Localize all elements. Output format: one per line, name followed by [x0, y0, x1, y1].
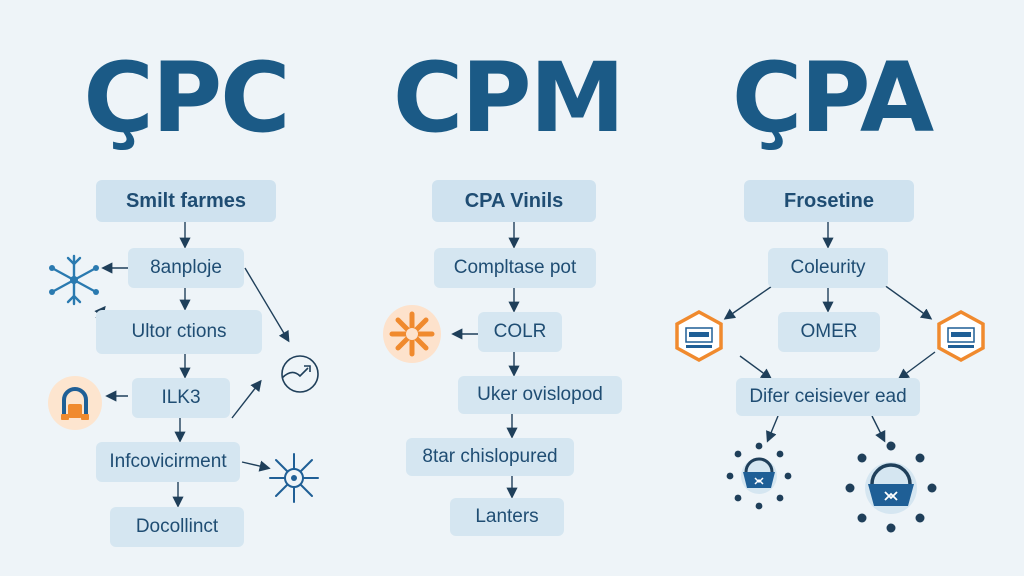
- cpm-title-box: CPA Vinils: [432, 180, 596, 222]
- sun-icon: [383, 305, 441, 363]
- cpa-item-box: Difer ceisiever ead: [736, 378, 920, 416]
- hexagon-badge-icon: [675, 310, 723, 362]
- cpm-item-box: Compltase pot: [434, 248, 596, 288]
- hexagon-badge-icon: [937, 310, 985, 362]
- network-node-icon: [269, 453, 319, 503]
- basket-icon: [845, 441, 937, 533]
- cpa-item-box: OMER: [778, 312, 880, 352]
- cpc-item-box: Ultor ctions: [96, 310, 262, 354]
- basket-icon: [726, 442, 792, 510]
- cpa-item-box: Coleurity: [768, 248, 888, 288]
- cpc-title-box: Smilt farmes: [96, 180, 276, 222]
- cpc-item-box: 8anploje: [128, 248, 244, 288]
- cpm-item-box: COLR: [478, 312, 562, 352]
- cpm-item-box: Lanters: [450, 498, 564, 536]
- cpa-title-box: Frosetine: [744, 180, 914, 222]
- cpc-item-box: Docollinct: [110, 507, 244, 547]
- lock-icon: [48, 376, 102, 430]
- heading-cpa: ÇPA: [731, 42, 934, 154]
- cpm-item-box: Uker ovislopod: [458, 376, 622, 414]
- heading-cpc: ÇPC: [83, 42, 290, 154]
- cpm-item-box: 8tar chislopured: [406, 438, 574, 476]
- heading-cpm: CPM: [392, 42, 625, 154]
- snowflake-icon: [49, 254, 99, 306]
- cpc-item-box: Infcovicirment: [96, 442, 240, 482]
- spiral-icon: [281, 355, 319, 393]
- cpc-item-box: ILK3: [132, 378, 230, 418]
